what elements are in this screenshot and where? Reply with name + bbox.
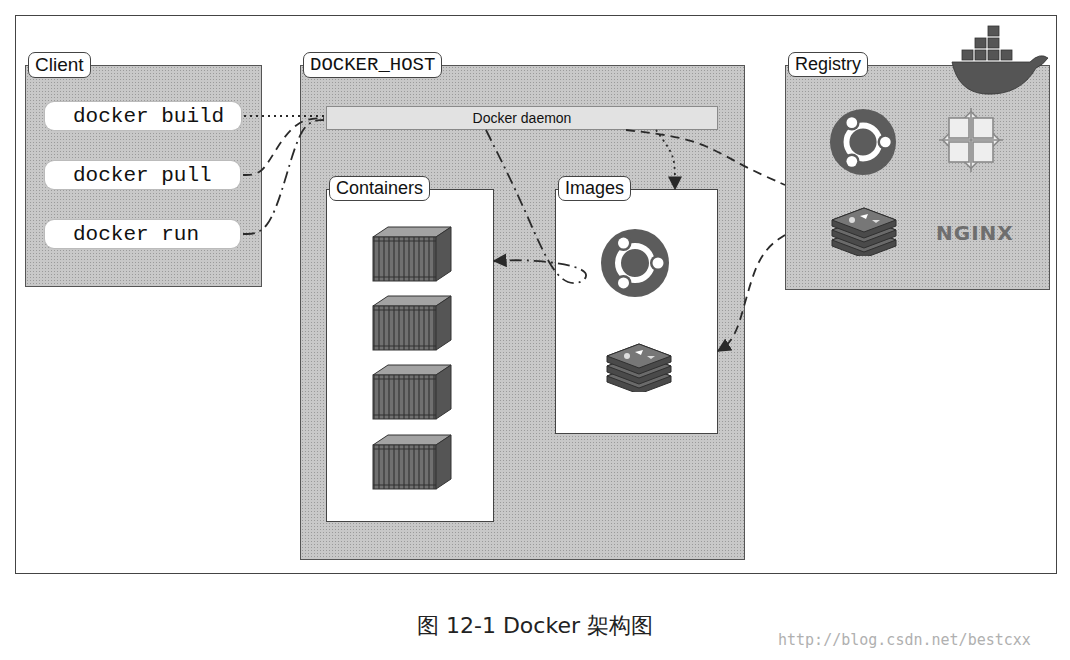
outer-frame — [16, 16, 1057, 574]
node-label: docker build — [45, 105, 224, 128]
client-panel: docker builddocker pulldocker runClient — [25, 65, 262, 287]
registry-panel: Registry — [785, 65, 1050, 290]
registry-image-name: NGINX — [936, 221, 1014, 245]
node-label: docker pull — [45, 164, 212, 187]
panel-heading: Containers — [329, 176, 430, 201]
containers-box: Containers — [326, 189, 494, 522]
figure-caption: 图 12-1 Docker 架构图 — [0, 611, 1070, 641]
panel-heading: Client — [28, 52, 91, 78]
command-box: docker build — [45, 102, 241, 130]
host-panel: Docker daemonContainersImagesDOCKER_HOST — [300, 65, 745, 560]
images-box: Images — [555, 189, 718, 434]
command-box: docker pull — [45, 161, 240, 189]
node-label: docker run — [45, 223, 199, 246]
daemon-bar: Docker daemon — [326, 106, 718, 130]
node-label: Docker daemon — [473, 110, 572, 126]
command-box: docker run — [45, 220, 240, 248]
panel-heading: DOCKER_HOST — [303, 52, 442, 78]
panel-heading: Registry — [788, 52, 868, 77]
watermark: http://blog.csdn.net/bestcxx — [778, 631, 1031, 649]
panel-heading: Images — [558, 176, 631, 201]
